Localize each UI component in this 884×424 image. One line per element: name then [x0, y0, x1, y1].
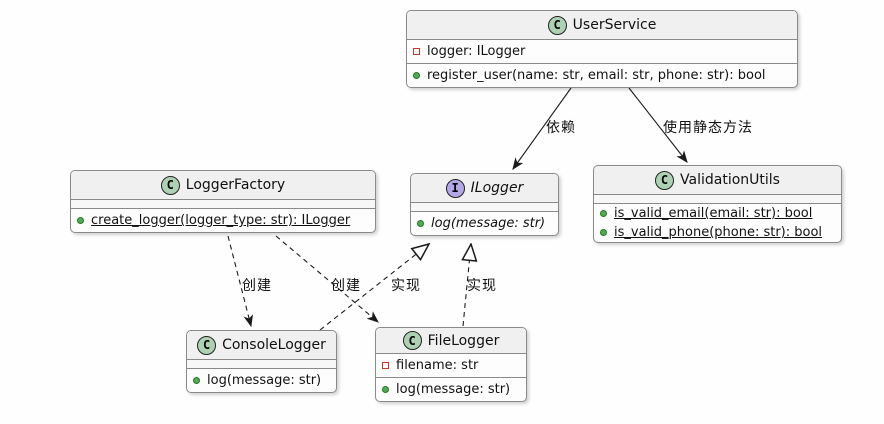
methods-compartment: log(message: str)	[376, 378, 526, 401]
method-text: log(message: str)	[207, 373, 322, 388]
class-filelogger[interactable]: C FileLogger filename: str log(message: …	[375, 327, 527, 402]
methods-compartment: register_user(name: str, email: str, pho…	[407, 64, 797, 87]
method-text: is_valid_phone(phone: str): bool	[614, 225, 823, 240]
class-name: UserService	[572, 17, 657, 33]
edge-userservice-validationutils	[628, 87, 688, 163]
empty-fields-compartment	[187, 360, 336, 369]
public-method-icon	[417, 220, 424, 227]
class-stereotype-icon: C	[655, 170, 675, 190]
fields-compartment: filename: str	[376, 354, 526, 378]
empty-fields-compartment	[594, 195, 841, 204]
method-text: log(message: str)	[396, 382, 511, 397]
empty-fields-compartment	[71, 200, 375, 209]
class-stereotype-icon: C	[547, 15, 567, 35]
class-name: ConsoleLogger	[222, 337, 326, 353]
public-method-icon	[193, 377, 200, 384]
class-name: ValidationUtils	[680, 172, 780, 188]
class-stereotype-icon: C	[197, 335, 217, 355]
class-userservice[interactable]: C UserService logger: ILogger register_u…	[406, 10, 798, 88]
class-stereotype-icon: C	[402, 331, 422, 350]
class-validationutils-header: C ValidationUtils	[594, 166, 841, 195]
class-name: LoggerFactory	[185, 177, 286, 193]
method-row: is_valid_phone(phone: str): bool	[594, 223, 841, 242]
public-method-icon	[77, 217, 84, 224]
interface-ilogger-header: I ILogger	[411, 174, 558, 203]
public-method-icon	[413, 72, 420, 79]
method-text: create_logger(logger_type: str): ILogger	[91, 213, 351, 228]
class-filelogger-header: C FileLogger	[376, 328, 526, 354]
methods-compartment: log(message: str)	[187, 369, 336, 392]
edge-label-dependency: 依赖	[546, 120, 576, 136]
edge-filelogger-ilogger	[463, 244, 471, 327]
field-text: filename: str	[396, 358, 479, 373]
class-consolelogger[interactable]: C ConsoleLogger log(message: str)	[186, 330, 337, 393]
method-text: is_valid_email(email: str): bool	[614, 206, 813, 221]
field-row: filename: str	[376, 354, 526, 377]
edge-label-create-file: 创建	[331, 278, 361, 294]
interface-ilogger[interactable]: I ILogger log(message: str)	[410, 173, 559, 236]
empty-fields-compartment	[411, 203, 558, 212]
edge-label-create-console: 创建	[242, 278, 272, 294]
method-row: log(message: str)	[376, 378, 526, 401]
class-validationutils[interactable]: C ValidationUtils is_valid_email(email: …	[593, 165, 842, 243]
edge-loggerfactory-consolelogger	[227, 235, 253, 328]
class-stereotype-icon: C	[160, 175, 180, 195]
method-row: is_valid_email(email: str): bool	[594, 204, 841, 223]
class-loggerfactory-header: C LoggerFactory	[71, 171, 375, 200]
method-row: create_logger(logger_type: str): ILogger	[71, 209, 375, 232]
method-row: log(message: str)	[187, 369, 336, 392]
class-name: FileLogger	[427, 332, 500, 349]
public-method-icon	[600, 210, 607, 217]
method-text: log(message: str)	[431, 216, 546, 231]
class-loggerfactory[interactable]: C LoggerFactory create_logger(logger_typ…	[70, 170, 376, 233]
methods-compartment: create_logger(logger_type: str): ILogger	[71, 209, 375, 232]
method-row: log(message: str)	[411, 212, 558, 235]
interface-name: ILogger	[470, 180, 524, 196]
edge-label-realize-console: 实现	[391, 278, 421, 294]
private-field-icon	[382, 362, 389, 369]
method-text: register_user(name: str, email: str, pho…	[427, 68, 766, 83]
class-consolelogger-header: C ConsoleLogger	[187, 331, 336, 360]
methods-compartment: log(message: str)	[411, 212, 558, 235]
fields-compartment: logger: ILogger	[407, 40, 797, 64]
field-row: logger: ILogger	[407, 40, 797, 63]
public-method-icon	[382, 386, 389, 393]
edge-label-use-static-methods: 使用静态方法	[663, 120, 753, 136]
edge-label-realize-file: 实现	[467, 278, 497, 294]
method-row: register_user(name: str, email: str, pho…	[407, 64, 797, 87]
interface-stereotype-icon: I	[445, 178, 465, 198]
edge-userservice-ilogger	[512, 87, 572, 170]
private-field-icon	[413, 48, 420, 55]
edge-loggerfactory-filelogger	[275, 235, 379, 323]
methods-compartment: is_valid_email(email: str): bool is_vali…	[594, 204, 841, 242]
public-method-icon	[600, 229, 607, 236]
class-userservice-header: C UserService	[407, 11, 797, 40]
field-text: logger: ILogger	[427, 44, 526, 59]
